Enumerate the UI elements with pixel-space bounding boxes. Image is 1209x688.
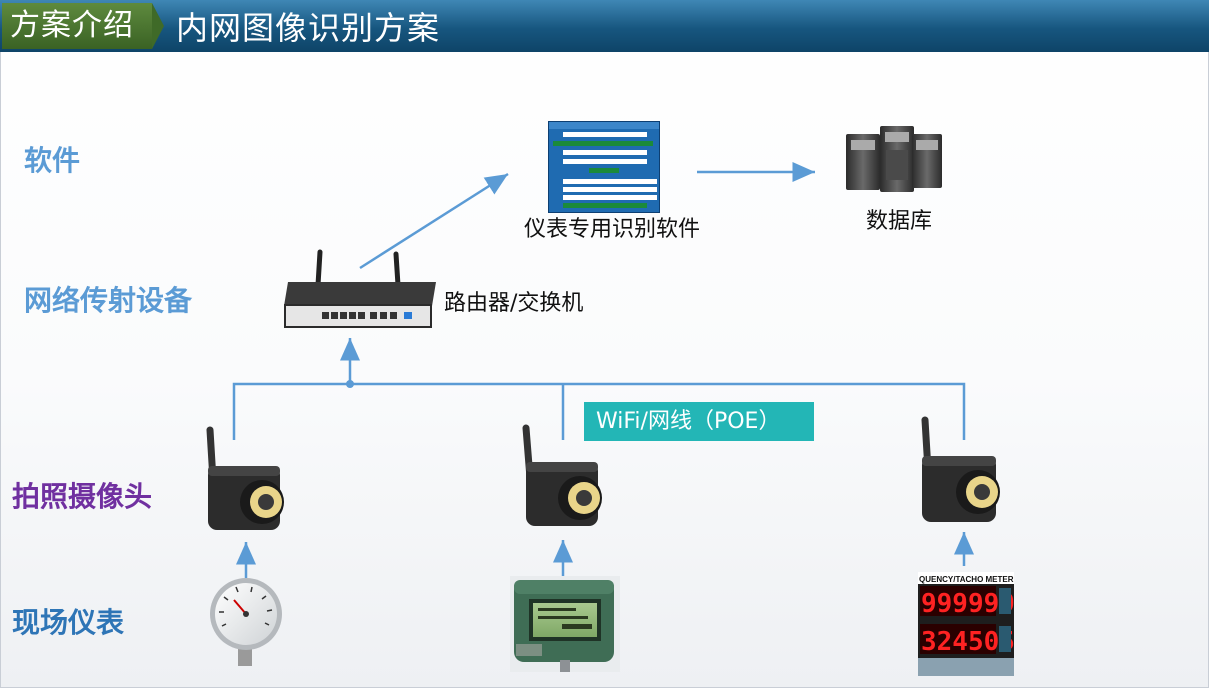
software-field	[563, 132, 647, 137]
software-field	[563, 150, 647, 155]
software-label: 仪表专用识别软件	[524, 217, 701, 242]
software-path-field	[563, 187, 657, 192]
header-bar: 方案介绍 内网图像识别方案	[0, 0, 1209, 52]
camera-bus-line	[232, 382, 966, 440]
digital-tacho-meter-icon: QUENCY/TACHO METER 999999 324505	[918, 572, 1015, 676]
connector-lines	[232, 162, 974, 578]
pressure-gauge-icon	[210, 578, 282, 666]
software-screenshot	[548, 121, 660, 213]
category-meter: 现场仪表	[12, 606, 125, 639]
lcd-meter-icon	[510, 576, 620, 672]
software-path-field	[563, 195, 657, 200]
database-server-icon	[846, 126, 942, 192]
software-button	[589, 168, 619, 173]
software-titlebar	[549, 122, 659, 129]
software-button-row	[553, 141, 653, 146]
category-software: 软件	[24, 144, 81, 177]
camera-1-icon	[206, 426, 284, 530]
software-button-row	[563, 203, 647, 208]
page-title: 内网图像识别方案	[176, 9, 441, 47]
camera-2-icon	[522, 424, 602, 526]
connection-label: WiFi/网线（POE）	[584, 402, 814, 441]
section-tag-arrow	[152, 3, 164, 49]
camera-3-icon	[921, 416, 1000, 522]
category-network: 网络传射设备	[24, 284, 193, 317]
software-field	[563, 159, 647, 164]
tacho-header-text: QUENCY/TACHO METER	[919, 575, 1014, 584]
software-path-field	[563, 179, 657, 184]
section-tag: 方案介绍	[2, 3, 152, 49]
bus-junction-dot	[346, 380, 354, 388]
router-label: 路由器/交换机	[444, 291, 584, 316]
category-camera: 拍照摄像头	[12, 480, 153, 513]
database-label: 数据库	[866, 209, 933, 234]
router-to-software-arrow	[359, 172, 509, 270]
router-icon	[284, 249, 436, 328]
